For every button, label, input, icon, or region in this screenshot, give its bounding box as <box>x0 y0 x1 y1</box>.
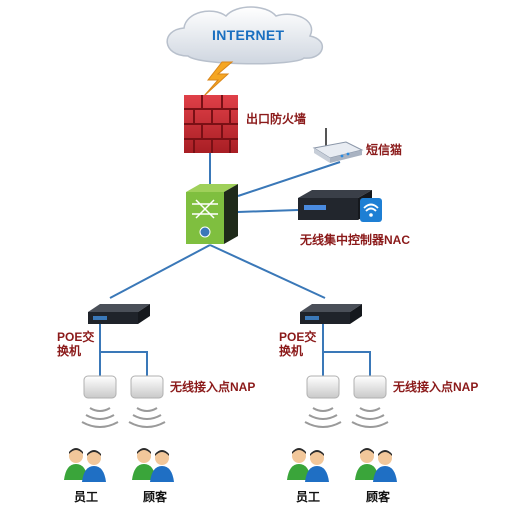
lightning-icon <box>203 61 234 97</box>
core-switch-icon <box>186 184 238 244</box>
poe-switch-right-icon <box>300 304 362 324</box>
links <box>99 152 371 376</box>
internet-label: INTERNET <box>212 27 285 43</box>
wifi-icon <box>360 198 382 222</box>
access-point-icon <box>128 375 166 428</box>
poe-switch-left-icon <box>88 304 150 324</box>
link-core-nac <box>237 209 299 213</box>
customer-left-label: 顾客 <box>143 490 168 504</box>
firewall-label: 出口防火墙 <box>246 112 307 126</box>
staff-users-icon <box>64 448 106 482</box>
internet-cloud-icon <box>166 6 323 65</box>
firewall-icon <box>184 95 238 153</box>
poe-switch-right-label: POE交换机 <box>279 330 317 358</box>
access-point-icon <box>81 375 119 428</box>
wireless-controller-icon <box>298 190 382 222</box>
wireless-controller-label: 无线集中控制器NAC <box>300 233 410 247</box>
sms-modem-label: 短信猫 <box>366 143 403 157</box>
access-point-icon <box>304 375 342 428</box>
sms-modem-icon <box>312 128 364 163</box>
link-poe-left-aps <box>99 324 148 376</box>
customer-users-icon <box>132 448 174 482</box>
link-poe-right-aps <box>322 324 371 376</box>
link-core-poe-left <box>109 244 211 299</box>
link-core-sms <box>237 161 341 197</box>
staff-right-label: 员工 <box>296 490 321 504</box>
access-point-left-label: 无线接入点NAP <box>170 380 256 394</box>
link-core-poe-right <box>209 244 326 299</box>
access-point-right-label: 无线接入点NAP <box>393 380 479 394</box>
customer-users-icon <box>355 448 397 482</box>
access-point-icon <box>351 375 389 428</box>
staff-users-icon <box>287 448 329 482</box>
staff-left-label: 员工 <box>74 490 99 504</box>
customer-right-label: 顾客 <box>366 490 391 504</box>
poe-switch-left-label: POE交换机 <box>57 330 95 358</box>
